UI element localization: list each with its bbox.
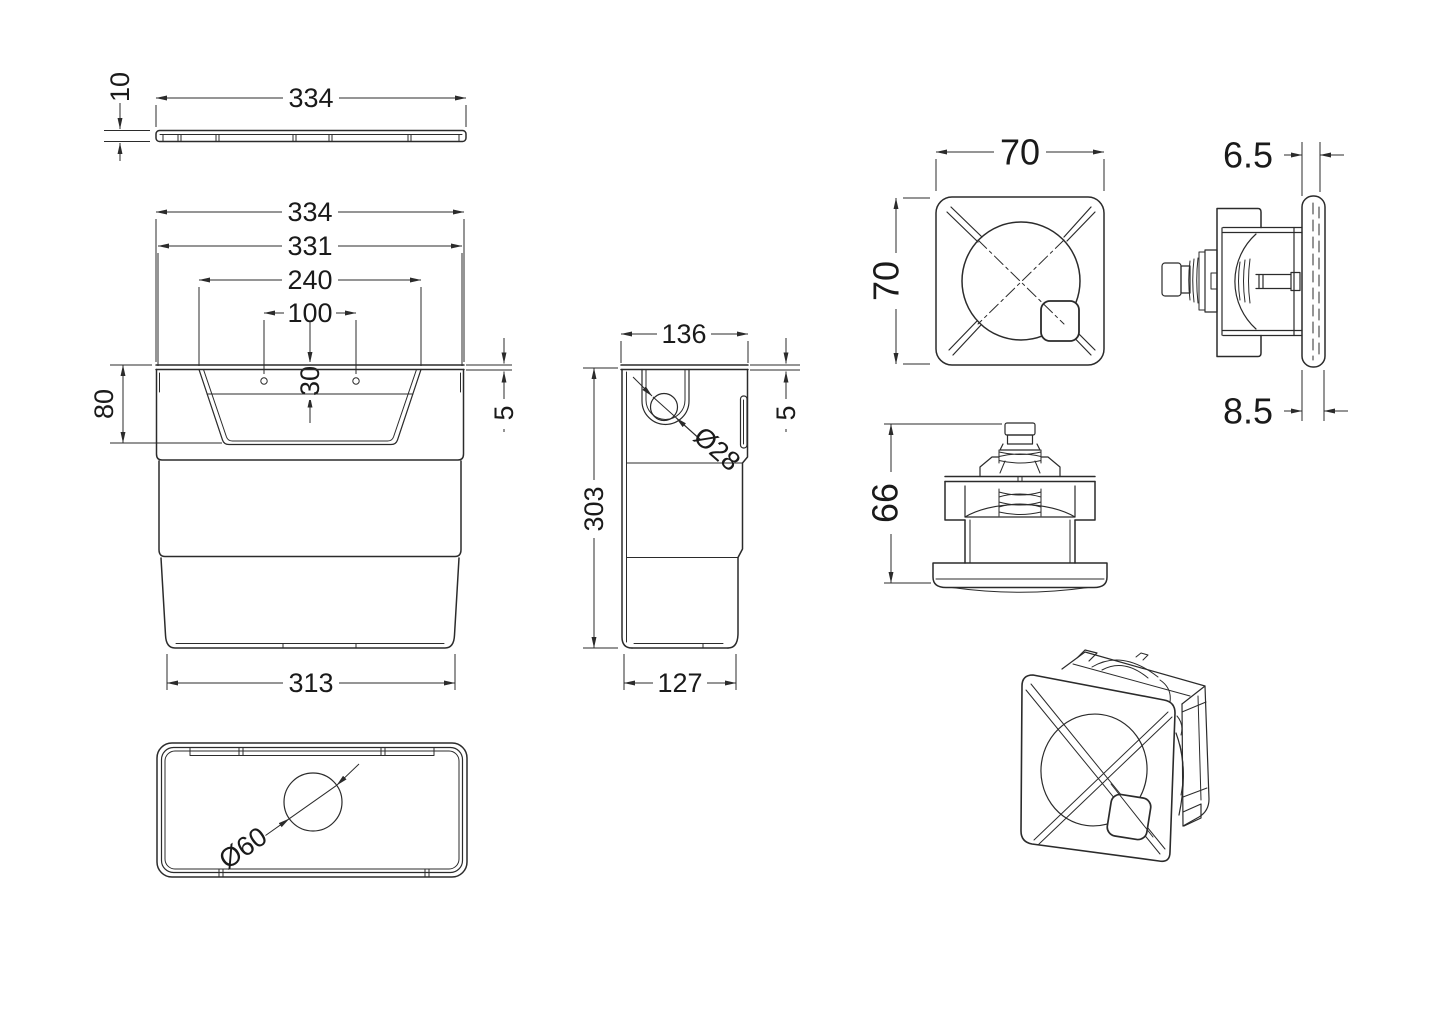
dim-front-recess-depth: 80 xyxy=(89,364,222,444)
button-circle xyxy=(961,221,1081,341)
lid-outline xyxy=(155,129,467,143)
dim-text-side-lip-height: 5 xyxy=(771,405,801,420)
cistern-front-outline xyxy=(155,364,465,649)
dim-text-front-overall-width: 334 xyxy=(287,197,332,227)
dim-button-flange: 6.5 xyxy=(1223,135,1344,196)
dim-side-base-depth: 127 xyxy=(623,654,737,698)
dim-lid-width: 334 xyxy=(155,83,467,127)
dim-text-side-depth: 136 xyxy=(661,319,706,349)
dim-side-height: 303 xyxy=(578,367,618,649)
cistern-plan-outline xyxy=(156,742,468,878)
view-cistern-side: 136 5 303 127 xyxy=(578,319,801,698)
iso-small-flush-button xyxy=(1106,793,1152,841)
dim-text-front-recess-offset: 30 xyxy=(295,366,325,396)
dim-side-lip-height: 5 xyxy=(750,338,801,432)
dim-text-front-lip-height: 5 xyxy=(489,405,519,420)
iso-back-housing xyxy=(1061,649,1210,827)
dim-text-side-base-depth: 127 xyxy=(657,668,702,698)
dim-text-lid-thickness: 10 xyxy=(105,72,135,102)
dim-front-recess-offset: 30 xyxy=(295,322,325,423)
dim-text-side-height: 303 xyxy=(579,486,609,531)
dim-text-button-overall: 8.5 xyxy=(1223,391,1273,432)
dim-valve-height: 66 xyxy=(865,423,1002,584)
dim-text-front-recess-depth: 80 xyxy=(89,389,119,419)
fixing-hole-right xyxy=(352,377,360,385)
dim-text-front-body-width: 331 xyxy=(287,231,332,261)
dim-text-lid-width: 334 xyxy=(288,83,333,113)
dim-button-width: 70 xyxy=(935,132,1105,191)
dim-button-height: 70 xyxy=(866,197,930,365)
dim-plan-flush-hole: Ø60 xyxy=(213,763,360,875)
dim-text-side-inlet: Ø28 xyxy=(688,421,746,477)
view-button-face: 70 70 xyxy=(866,132,1105,366)
dim-button-overall: 8.5 xyxy=(1223,370,1348,432)
button-side-outline xyxy=(1161,195,1326,368)
view-cistern-front: 334 331 240 100 30 80 xyxy=(89,197,519,698)
fixing-hole-left xyxy=(260,377,268,385)
view-button-side: 6.5 8.5 xyxy=(1161,135,1348,432)
valve-outline xyxy=(932,422,1108,593)
dim-text-button-height: 70 xyxy=(866,261,907,301)
dim-text-valve-height: 66 xyxy=(865,483,906,523)
dim-lid-thickness: 10 xyxy=(104,72,150,161)
dim-front-lip-height: 5 xyxy=(466,338,519,432)
view-valve: 66 xyxy=(865,422,1108,593)
dim-front-recess-width: 240 xyxy=(198,265,422,366)
dim-text-button-flange: 6.5 xyxy=(1223,135,1273,176)
dim-text-plan-flush-hole: Ø60 xyxy=(213,821,272,875)
dim-side-depth: 136 xyxy=(620,319,749,363)
inlet-hole-circle xyxy=(649,392,679,422)
dim-text-front-base-width: 313 xyxy=(288,668,333,698)
view-lid-profile: 334 10 xyxy=(104,72,467,161)
button-face-outline xyxy=(935,196,1105,366)
dim-front-overall-width: 334 xyxy=(155,197,465,362)
iso-button-circle xyxy=(1040,713,1148,827)
dim-text-front-recess-width: 240 xyxy=(287,265,332,295)
dim-text-button-width: 70 xyxy=(1000,132,1040,173)
view-cistern-plan: Ø60 xyxy=(156,742,468,878)
flush-hole-circle xyxy=(283,772,343,832)
view-button-isometric xyxy=(1020,649,1210,863)
cistern-side-outline xyxy=(620,364,749,649)
iso-front-plate xyxy=(1020,674,1176,863)
dim-front-body-width: 331 xyxy=(157,231,463,366)
dim-front-base-width: 313 xyxy=(166,654,456,698)
